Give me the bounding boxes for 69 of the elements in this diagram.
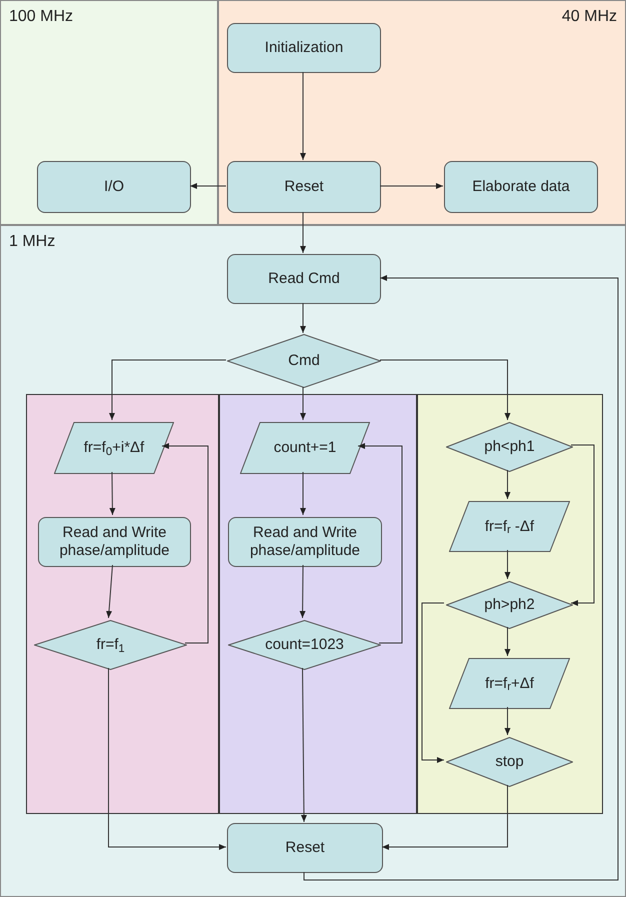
clock-domain-region — [218, 0, 626, 225]
node-text: count+=1 — [274, 439, 336, 457]
arrow — [382, 784, 508, 850]
clock-domain-region — [0, 0, 218, 225]
node-text: fr=f$_{r}$+Δf — [485, 674, 534, 692]
node-text: Elaborate data — [472, 178, 570, 196]
arrow — [108, 668, 226, 850]
arrow — [300, 212, 306, 254]
arrow — [504, 706, 510, 736]
decision-diamond — [228, 620, 381, 670]
frequency-label: 100 MHz — [9, 7, 74, 27]
data-parallelogram — [240, 422, 370, 474]
decision-diamond — [446, 737, 573, 787]
node-text: fr=f$_{1}$ — [96, 636, 125, 654]
arrow — [570, 444, 594, 606]
decision-diamond — [446, 581, 573, 629]
decision-diamond — [34, 620, 187, 670]
arrow — [380, 183, 444, 189]
node-text: Read Cmd — [268, 270, 340, 288]
arrow — [300, 472, 306, 516]
process-box — [227, 161, 381, 213]
frequency-label: 1 MHz — [9, 232, 56, 252]
node-text: ph>ph2 — [484, 596, 535, 614]
arrow — [190, 183, 226, 189]
arrow — [109, 472, 116, 516]
node-text: Cmd — [288, 352, 320, 370]
data-parallelogram — [54, 422, 174, 474]
process-box — [227, 823, 383, 873]
arrow — [300, 564, 306, 618]
arrow — [504, 550, 510, 580]
process-box — [228, 517, 382, 567]
data-parallelogram — [449, 658, 570, 709]
arrow — [380, 360, 510, 420]
node-text: fr=f$_{0}$+i*Δf — [84, 439, 144, 457]
node-text: Reset — [284, 178, 324, 196]
arrow — [504, 626, 510, 656]
clock-domain-region — [0, 225, 626, 897]
node-text: Reset — [285, 839, 325, 857]
node-text: fr=f$_{r}$ -Δf — [484, 518, 534, 536]
arrow — [300, 72, 306, 160]
arrow — [300, 668, 307, 822]
branch-panel — [219, 394, 417, 814]
node-text: count=1023 — [265, 636, 344, 654]
decision-diamond — [446, 422, 573, 472]
node-text: Read and Write phase/amplitude — [58, 524, 171, 560]
arrow — [422, 602, 444, 763]
decision-diamond — [227, 334, 381, 388]
arrow — [300, 386, 306, 420]
node-text: I/O — [104, 178, 124, 196]
arrow — [300, 302, 306, 334]
node-text: ph<ph1 — [484, 438, 535, 456]
branch-panel — [417, 394, 603, 814]
arrow — [504, 470, 510, 500]
process-box — [227, 23, 381, 73]
process-box — [38, 517, 191, 567]
process-box — [227, 254, 381, 304]
data-parallelogram — [449, 501, 570, 552]
arrow — [304, 275, 618, 880]
process-box — [444, 161, 598, 213]
arrow — [162, 443, 208, 644]
process-box — [37, 161, 191, 213]
arrow — [358, 443, 402, 644]
node-text: Initialization — [264, 39, 344, 57]
frequency-label: 40 MHz — [562, 7, 617, 27]
node-text: Read and Write phase/amplitude — [248, 524, 362, 560]
arrow — [106, 564, 113, 618]
node-text: stop — [495, 753, 524, 771]
arrow — [109, 360, 226, 420]
branch-panel — [26, 394, 219, 814]
